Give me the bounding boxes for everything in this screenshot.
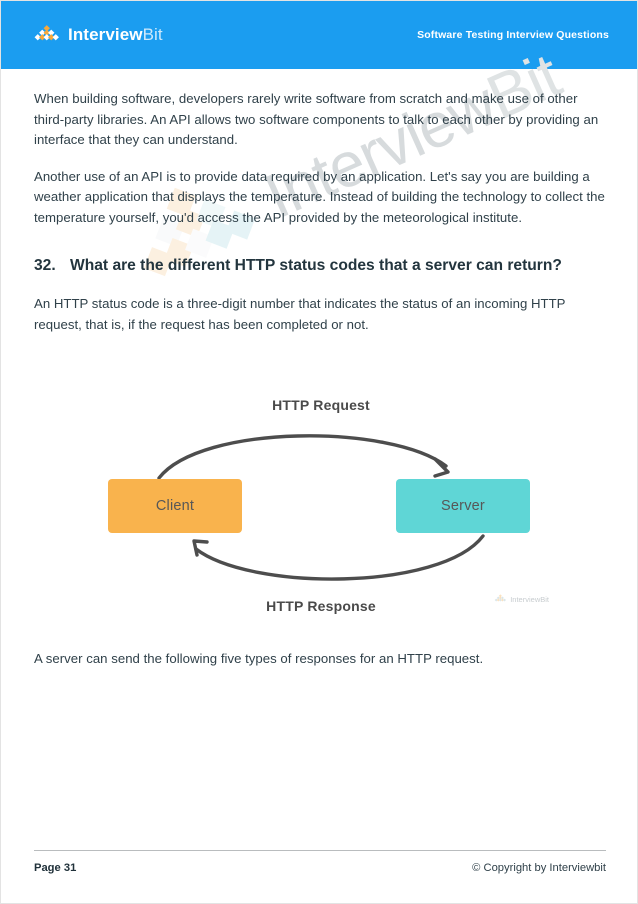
question-heading: 32. What are the different HTTP status c… [34, 254, 606, 278]
diagram-arrows [157, 434, 485, 581]
diagram-watermark-text-secondary: Bit [540, 594, 549, 604]
diagram-label-response: HTTP Response [266, 598, 376, 614]
footer-divider [34, 850, 606, 851]
diagram-node-server-label: Server [441, 498, 485, 514]
page-header: InterviewBit Software Testing Interview … [1, 1, 637, 69]
arrow-response-head [192, 539, 209, 557]
main-content: When building software, developers rarel… [34, 89, 606, 351]
diagram-watermark-text-primary: Interview [510, 594, 541, 604]
brand-name-primary: Interview [68, 25, 143, 44]
footer-copyright: © Copyright by Interviewbit [472, 862, 606, 874]
diagram-node-client-label: Client [155, 498, 195, 514]
http-request-response-diagram: HTTP Request Client Server HTTP Response [91, 386, 551, 626]
arrow-response-path [194, 534, 485, 581]
arrow-request-head [433, 457, 450, 478]
header-title: Software Testing Interview Questions [417, 29, 609, 41]
arrow-request-path [157, 434, 448, 480]
diagram-watermark: InterviewBit [493, 594, 549, 604]
question-number: 32. [34, 257, 56, 274]
diagram-label-request: HTTP Request [272, 397, 370, 413]
question-title: What are the different HTTP status codes… [70, 257, 562, 274]
page-footer: Page 31 © Copyright by Interviewbit [34, 862, 606, 874]
footer-page-number: Page 31 [34, 862, 77, 874]
brand-name-secondary: Bit [142, 25, 163, 44]
paragraph-api-intro: When building software, developers rarel… [34, 91, 599, 147]
brand-logo: InterviewBit [31, 25, 163, 45]
diagram-node-client: Client [108, 479, 242, 533]
closing-content: A server can send the following five typ… [34, 649, 606, 686]
diagram-node-server: Server [396, 479, 530, 533]
paragraph-closing: A server can send the following five typ… [34, 651, 484, 666]
interviewbit-diamond-logo-icon [34, 25, 59, 41]
diagram-watermark-logo-icon [494, 594, 507, 602]
diagram-watermark-text: InterviewBit [510, 595, 549, 604]
brand-wordmark: InterviewBit [68, 25, 163, 45]
paragraph-api-data-use: Another use of an API is to provide data… [34, 168, 605, 225]
paragraph-answer-intro: An HTTP status code is a three-digit num… [34, 296, 566, 332]
